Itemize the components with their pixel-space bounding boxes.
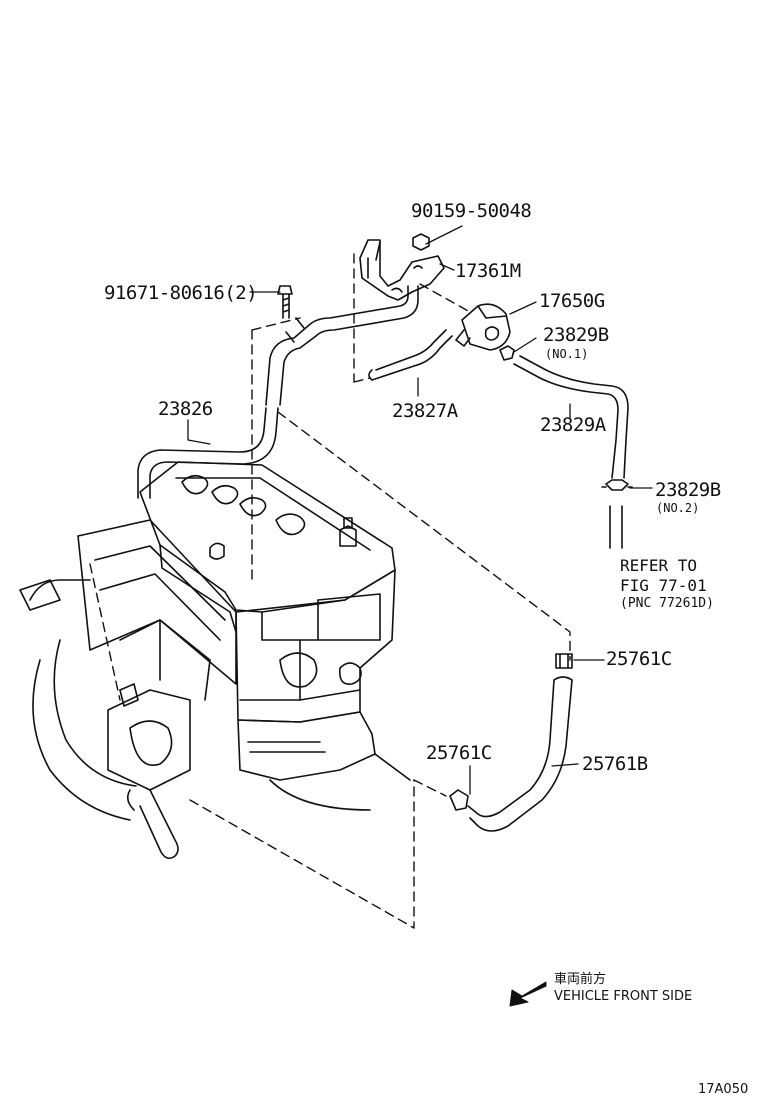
fasteners bbox=[277, 233, 633, 811]
vehicle-front-note: 車両前方 VEHICLE FRONT SIDE bbox=[554, 972, 692, 1006]
label-23829b-no2-note: (NO.2) bbox=[656, 501, 700, 515]
hose-23826 bbox=[137, 407, 279, 499]
hose-23829a bbox=[513, 355, 629, 479]
reference-line-1: REFER TO bbox=[620, 556, 698, 575]
valve-17650g bbox=[455, 303, 511, 351]
label-23829b-no1: 23829B bbox=[543, 324, 609, 346]
hose-25761b bbox=[467, 676, 573, 832]
label-17650g: 17650G bbox=[539, 290, 605, 312]
vehicle-front-english: VEHICLE FRONT SIDE bbox=[554, 988, 693, 1004]
hose-reference-stub bbox=[609, 505, 623, 549]
hose-23827a bbox=[368, 329, 453, 381]
label-90159-50048: 90159-50048 bbox=[411, 200, 532, 222]
label-23829b-no2: 23829B bbox=[655, 479, 721, 501]
front-direction-arrow bbox=[509, 981, 547, 1007]
reference-line-3: (PNC 77261D) bbox=[620, 596, 714, 611]
label-25761b: 25761B bbox=[582, 753, 648, 775]
label-25761c-upper: 25761C bbox=[606, 648, 672, 670]
reference-line-2: FIG 77-01 bbox=[620, 576, 707, 595]
bracket-17361m bbox=[359, 239, 445, 301]
leader-lines bbox=[187, 225, 653, 795]
reference-note: REFER TO FIG 77-01 (PNC 77261D) bbox=[620, 556, 714, 612]
label-23826: 23826 bbox=[158, 398, 213, 420]
label-23829a: 23829A bbox=[540, 414, 606, 436]
figure-id: 17A050 bbox=[698, 1082, 749, 1097]
label-17361m: 17361M bbox=[455, 260, 521, 282]
label-25761c-lower: 25761C bbox=[426, 742, 492, 764]
engine-block bbox=[19, 461, 411, 860]
label-23827a: 23827A bbox=[392, 400, 458, 422]
pipe-assembly bbox=[265, 285, 419, 406]
dashed-guides bbox=[89, 253, 571, 929]
label-23829b-no1-note: (NO.1) bbox=[545, 347, 589, 361]
vehicle-front-japanese: 車両前方 bbox=[554, 972, 607, 987]
label-91671-80616: 91671-80616(2) bbox=[104, 282, 258, 304]
